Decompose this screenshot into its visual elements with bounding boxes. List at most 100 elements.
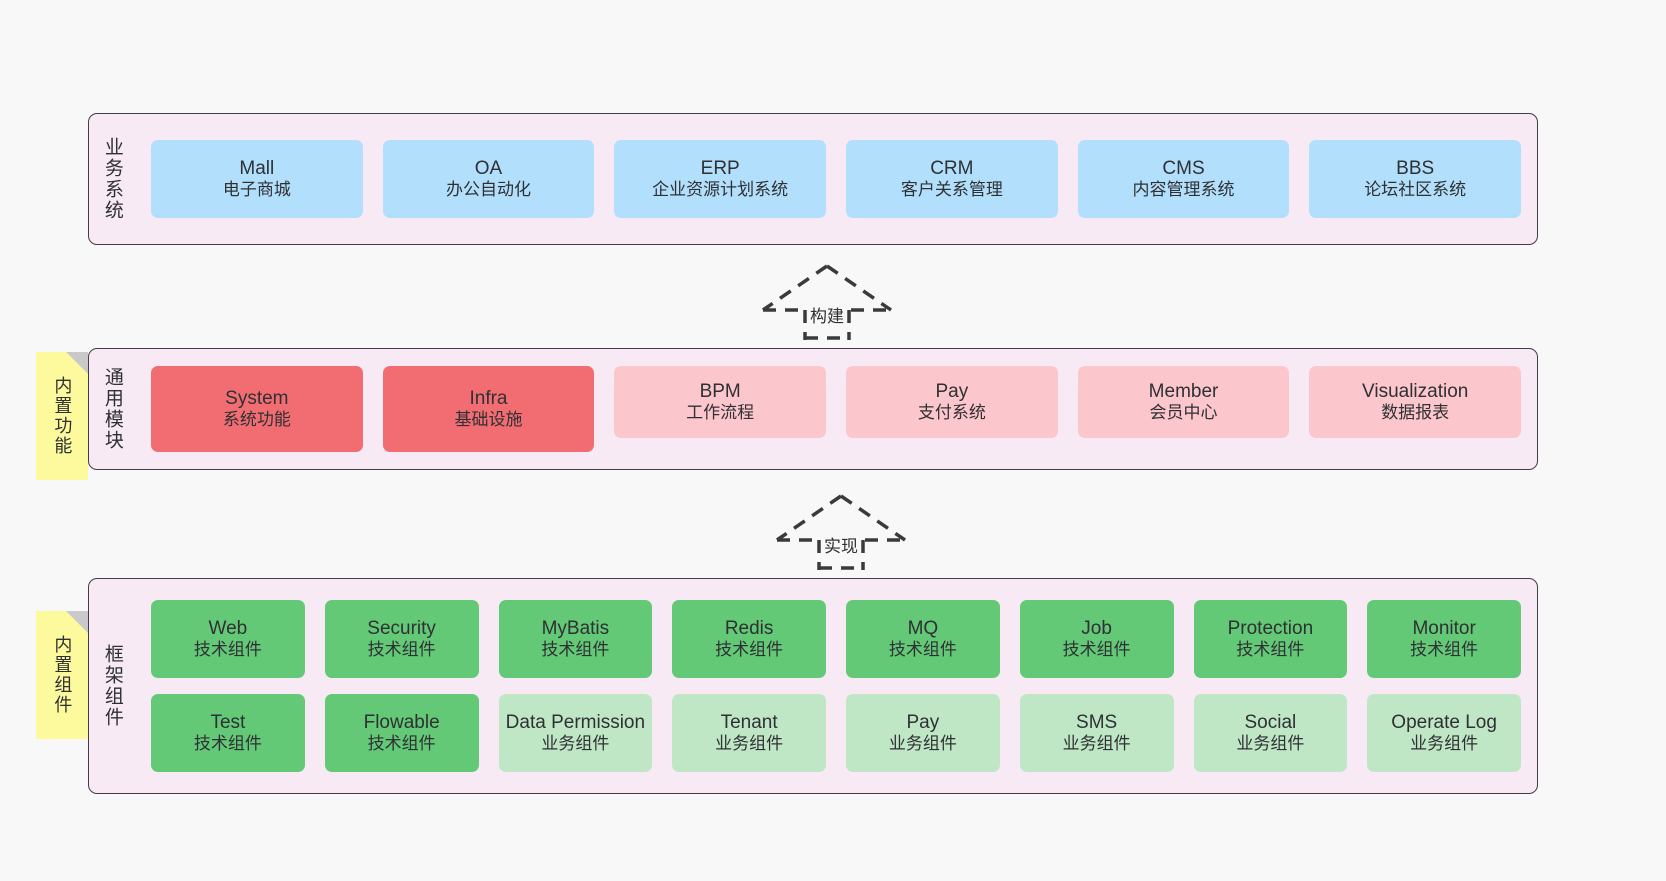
node-infra[interactable]: Infra 基础设施 bbox=[382, 366, 595, 452]
node-bpm[interactable]: BPM 工作流程 bbox=[614, 366, 827, 438]
node-protection[interactable]: Protection 技术组件 bbox=[1193, 600, 1348, 678]
node-social[interactable]: Social 业务组件 bbox=[1193, 694, 1348, 772]
node-mall[interactable]: Mall 电子商城 bbox=[151, 140, 363, 218]
node-name: Infra bbox=[469, 388, 508, 410]
layer-body-business-system: Mall 电子商城 OA 办公自动化 ERP 企业资源计划系统 CRM 客户关系… bbox=[135, 114, 1537, 244]
node-name: Monitor bbox=[1412, 618, 1476, 640]
node-oa[interactable]: OA 办公自动化 bbox=[382, 140, 595, 218]
node-data-permission[interactable]: Data Permission 业务组件 bbox=[498, 694, 653, 772]
node-member[interactable]: Member 会员中心 bbox=[1077, 366, 1290, 438]
node-name: Tenant bbox=[720, 712, 778, 734]
node-desc: 业务组件 bbox=[888, 734, 957, 754]
node-name: System bbox=[225, 388, 289, 410]
node-job[interactable]: Job 技术组件 bbox=[1019, 600, 1174, 678]
node-web[interactable]: Web 技术组件 bbox=[151, 600, 305, 678]
node-test[interactable]: Test 技术组件 bbox=[151, 694, 305, 772]
layer-common-module: 通用模块 System 系统功能 Infra 基础设施 BPM 工作流程 Pay… bbox=[88, 348, 1538, 470]
node-name: ERP bbox=[700, 158, 740, 180]
node-desc: 办公自动化 bbox=[446, 180, 531, 200]
node-mybatis[interactable]: MyBatis 技术组件 bbox=[498, 600, 653, 678]
node-desc: 基础设施 bbox=[454, 410, 523, 430]
layer-body-framework-component: Web 技术组件 Security 技术组件 MyBatis 技术组件 Redi… bbox=[135, 579, 1537, 793]
node-desc: 客户关系管理 bbox=[900, 180, 1003, 200]
node-name: Web bbox=[208, 618, 248, 640]
node-name: Flowable bbox=[363, 712, 440, 734]
node-desc: 会员中心 bbox=[1149, 403, 1218, 423]
node-name: BBS bbox=[1396, 158, 1435, 180]
node-desc: 技术组件 bbox=[367, 734, 436, 754]
node-sms[interactable]: SMS 业务组件 bbox=[1019, 694, 1174, 772]
node-desc: 技术组件 bbox=[367, 640, 436, 660]
node-desc: 技术组件 bbox=[888, 640, 957, 660]
node-name: Test bbox=[210, 712, 246, 734]
layer-framework-component: 框架组件 Web 技术组件 Security 技术组件 MyBatis 技术组件… bbox=[88, 578, 1538, 794]
node-desc: 技术组件 bbox=[541, 640, 610, 660]
node-desc: 技术组件 bbox=[715, 640, 784, 660]
node-row: System 系统功能 Infra 基础设施 BPM 工作流程 Pay 支付系统… bbox=[151, 366, 1522, 452]
implement-arrow: 实现 bbox=[771, 492, 911, 570]
node-desc: 数据报表 bbox=[1381, 403, 1450, 423]
node-name: MyBatis bbox=[541, 618, 610, 640]
layer-business-system: 业务系统 Mall 电子商城 OA 办公自动化 ERP 企业资源计划系统 CRM… bbox=[88, 113, 1538, 245]
node-desc: 工作流程 bbox=[686, 403, 755, 423]
node-name: Pay bbox=[906, 712, 940, 734]
node-row: Test 技术组件 Flowable 技术组件 Data Permission … bbox=[151, 694, 1521, 772]
node-name: Visualization bbox=[1362, 381, 1469, 403]
node-desc: 业务组件 bbox=[1062, 734, 1131, 754]
node-name: Job bbox=[1081, 618, 1112, 640]
node-desc: 技术组件 bbox=[1062, 640, 1131, 660]
node-monitor[interactable]: Monitor 技术组件 bbox=[1367, 600, 1521, 678]
layer-title-common-module: 通用模块 bbox=[101, 367, 123, 451]
node-pay[interactable]: Pay 支付系统 bbox=[846, 366, 1058, 438]
node-cms[interactable]: CMS 内容管理系统 bbox=[1077, 140, 1290, 218]
build-arrow: 构建 bbox=[757, 262, 897, 340]
layer-body-common-module: System 系统功能 Infra 基础设施 BPM 工作流程 Pay 支付系统… bbox=[135, 349, 1537, 469]
node-name: Social bbox=[1244, 712, 1297, 734]
node-operate-log[interactable]: Operate Log 业务组件 bbox=[1367, 694, 1521, 772]
node-desc: 论坛社区系统 bbox=[1364, 180, 1467, 200]
node-desc: 技术组件 bbox=[1410, 640, 1479, 660]
sticky-note-label: 内置组件 bbox=[52, 635, 73, 715]
layer-title-business-system: 业务系统 bbox=[101, 137, 123, 221]
node-name: Operate Log bbox=[1391, 712, 1497, 734]
node-name: MQ bbox=[907, 618, 939, 640]
layer-title-framework-component: 框架组件 bbox=[101, 644, 123, 728]
node-security[interactable]: Security 技术组件 bbox=[324, 600, 479, 678]
node-pay-component[interactable]: Pay 业务组件 bbox=[846, 694, 1000, 772]
node-system[interactable]: System 系统功能 bbox=[151, 366, 363, 452]
node-desc: 企业资源计划系统 bbox=[652, 180, 789, 200]
node-desc: 支付系统 bbox=[917, 403, 986, 423]
node-name: CRM bbox=[930, 158, 974, 180]
node-desc: 业务组件 bbox=[1236, 734, 1305, 754]
node-name: Pay bbox=[935, 381, 969, 403]
node-desc: 内容管理系统 bbox=[1132, 180, 1235, 200]
node-name: SMS bbox=[1076, 712, 1118, 734]
node-name: BPM bbox=[699, 381, 741, 403]
fold-corner-icon bbox=[66, 352, 88, 374]
build-arrow-label: 构建 bbox=[807, 302, 847, 327]
node-flowable[interactable]: Flowable 技术组件 bbox=[324, 694, 479, 772]
node-bbs[interactable]: BBS 论坛社区系统 bbox=[1309, 140, 1522, 218]
node-name: OA bbox=[474, 158, 503, 180]
node-desc: 业务组件 bbox=[1410, 734, 1479, 754]
node-erp[interactable]: ERP 企业资源计划系统 bbox=[614, 140, 827, 218]
node-desc: 技术组件 bbox=[193, 734, 262, 754]
node-redis[interactable]: Redis 技术组件 bbox=[672, 600, 826, 678]
node-desc: 电子商城 bbox=[222, 180, 291, 200]
node-name: Mall bbox=[239, 158, 275, 180]
node-tenant[interactable]: Tenant 业务组件 bbox=[672, 694, 826, 772]
node-desc: 技术组件 bbox=[1236, 640, 1305, 660]
node-mq[interactable]: MQ 技术组件 bbox=[846, 600, 1000, 678]
fold-corner-icon bbox=[66, 611, 88, 633]
node-crm[interactable]: CRM 客户关系管理 bbox=[846, 140, 1058, 218]
node-desc: 业务组件 bbox=[715, 734, 784, 754]
sticky-note-builtin-function: 内置功能 bbox=[36, 352, 88, 480]
node-row: Mall 电子商城 OA 办公自动化 ERP 企业资源计划系统 CRM 客户关系… bbox=[151, 140, 1522, 218]
implement-arrow-label: 实现 bbox=[821, 532, 861, 557]
node-desc: 技术组件 bbox=[193, 640, 262, 660]
node-row: Web 技术组件 Security 技术组件 MyBatis 技术组件 Redi… bbox=[151, 600, 1521, 678]
node-name: Protection bbox=[1227, 618, 1314, 640]
node-name: Security bbox=[367, 618, 436, 640]
node-visualization[interactable]: Visualization 数据报表 bbox=[1309, 366, 1522, 438]
